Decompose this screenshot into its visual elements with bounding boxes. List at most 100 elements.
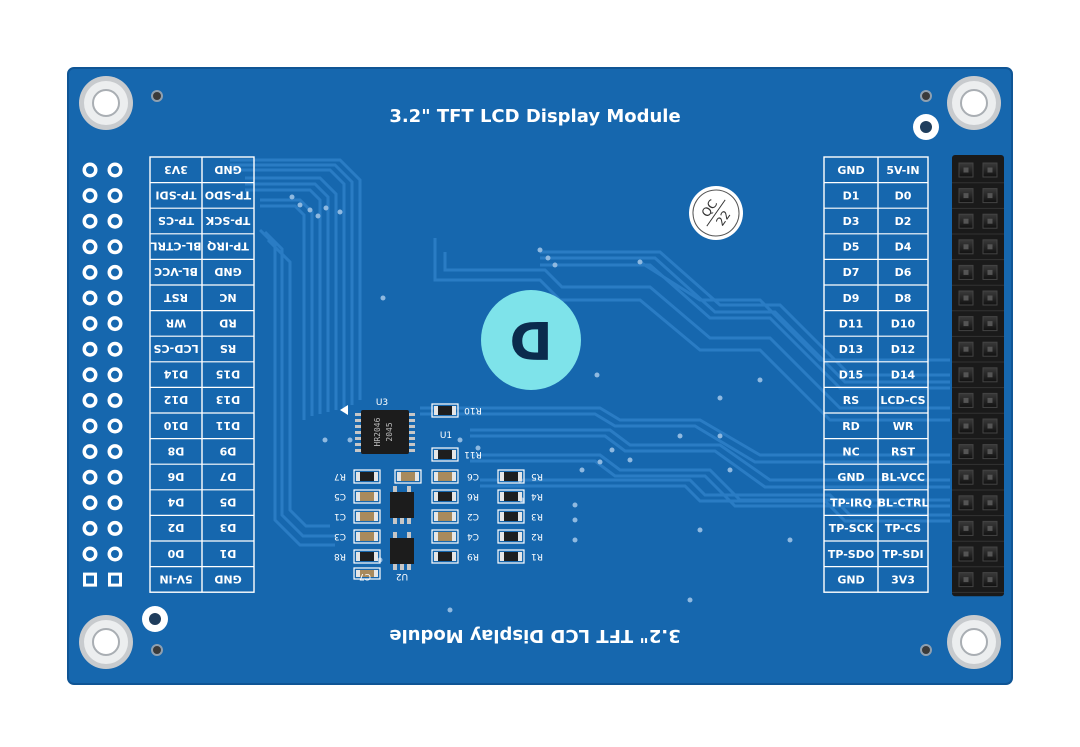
label-c2: C2	[467, 511, 479, 521]
right-pin-label: GND	[837, 573, 864, 586]
left-pin-label: D15	[216, 368, 240, 381]
left-pin-label: RD	[219, 316, 237, 329]
qc-sticker: QC 22	[689, 186, 743, 240]
left-pin-label: BL-CTRL	[150, 240, 201, 253]
label-u1: U1	[440, 431, 452, 441]
component-r7	[360, 472, 374, 481]
mounting-hole-bottom-right	[947, 615, 1001, 669]
left-pin-label: LCD-CS	[153, 342, 198, 355]
right-pin-label: TP-SDO	[828, 548, 874, 561]
label-r8: R8	[334, 551, 346, 561]
label-c1: C1	[334, 511, 346, 521]
left-pin-label: RST	[164, 291, 188, 304]
right-pin-label: RD	[842, 420, 860, 433]
label-c5: C5	[334, 491, 346, 501]
right-pin-label: D7	[843, 266, 860, 279]
component-c3	[360, 532, 374, 541]
left-pin-label: D4	[167, 496, 184, 509]
component-r2	[504, 532, 518, 541]
right-pin-label: BL-VCC	[881, 471, 925, 484]
u3-chip: HR2046 2045	[340, 405, 415, 454]
component-c5	[360, 492, 374, 501]
left-pin-label: D14	[163, 368, 188, 381]
label-c7: C7	[359, 571, 371, 581]
right-pin-label: TP-CS	[885, 522, 921, 535]
left-pin-label: D5	[220, 496, 237, 509]
pin-header-connector	[952, 155, 1004, 597]
right-pin-label: TP-SDI	[882, 548, 923, 561]
component-r1	[504, 552, 518, 561]
component-c6	[438, 472, 452, 481]
right-pin-label: D4	[895, 241, 912, 254]
label-r11: R11	[464, 449, 482, 459]
board-title-bottom: 3.2" TFT LCD Display Module	[389, 625, 680, 646]
ic-marking-1: HR2046	[373, 417, 382, 446]
left-pin-label: D10	[163, 419, 188, 432]
brand-logo: D	[481, 290, 581, 390]
left-header-pads	[82, 162, 123, 587]
component-c4	[438, 532, 452, 541]
left-pin-label: 5V-IN	[159, 572, 192, 585]
left-pin-label: GND	[214, 265, 241, 278]
right-pin-label: LCD-CS	[880, 394, 925, 407]
left-pin-label: D1	[220, 547, 237, 560]
component-r9	[438, 552, 452, 561]
right-pin-label: WR	[893, 420, 914, 433]
label-c6: C6	[467, 471, 479, 481]
pcb-traces	[230, 158, 950, 547]
left-pin-label: TP-IRQ	[207, 240, 249, 253]
left-pin-label: D3	[220, 521, 237, 534]
right-pin-label: BL-CTRL	[877, 497, 928, 510]
fiducials	[142, 90, 939, 656]
left-pin-label: 3V3	[164, 163, 188, 176]
logo-letter: D	[509, 309, 552, 369]
label-r4: R4	[531, 491, 543, 501]
label-r5: R5	[531, 471, 543, 481]
left-pin-label: RS	[220, 342, 236, 355]
right-pin-label: D2	[895, 215, 912, 228]
component-c7	[360, 570, 374, 577]
left-pin-label: D7	[220, 470, 237, 483]
right-pin-label: 5V-IN	[886, 164, 919, 177]
component-r10	[438, 406, 452, 415]
left-pin-label: D12	[164, 393, 188, 406]
right-pin-label: D3	[843, 215, 860, 228]
right-pin-label: D5	[843, 241, 860, 254]
component-r11	[438, 450, 452, 459]
left-pin-label: TP-SDI	[155, 188, 196, 201]
left-pin-label: TP-SCK	[205, 214, 250, 227]
right-pin-label: 3V3	[891, 573, 915, 586]
left-pin-label: TP-CS	[158, 214, 194, 227]
mounting-hole-top-right	[947, 76, 1001, 130]
left-pin-label: D0	[167, 547, 184, 560]
left-pin-label: D2	[168, 521, 185, 534]
right-pin-label: RS	[843, 394, 859, 407]
label-c4: C4	[467, 531, 479, 541]
label-u2: U2	[396, 571, 408, 581]
right-pin-label: TP-IRQ	[830, 497, 872, 510]
right-pin-label: NC	[842, 445, 859, 458]
right-pin-label: D14	[891, 369, 916, 382]
left-pin-label: BL-VCC	[154, 265, 198, 278]
right-pin-label: D6	[895, 266, 912, 279]
component-r3	[504, 512, 518, 521]
right-pin-label: D11	[839, 317, 863, 330]
right-pin-label: D8	[895, 292, 912, 305]
left-pin-label: D6	[167, 470, 184, 483]
left-pin-label: WR	[165, 316, 186, 329]
component-c2	[438, 512, 452, 521]
component-r5	[504, 472, 518, 481]
right-pin-label: D0	[895, 189, 912, 202]
u2-chip	[390, 532, 414, 570]
left-pin-label: NC	[219, 291, 236, 304]
label-r9: R9	[467, 551, 479, 561]
label-r6: R6	[467, 491, 479, 501]
left-pin-label: GND	[214, 163, 241, 176]
right-pin-label: D10	[891, 317, 916, 330]
left-pin-label: D13	[216, 393, 240, 406]
u1-chip	[390, 486, 414, 524]
label-r3: R3	[531, 511, 543, 521]
right-pin-label: TP-SCK	[829, 522, 874, 535]
